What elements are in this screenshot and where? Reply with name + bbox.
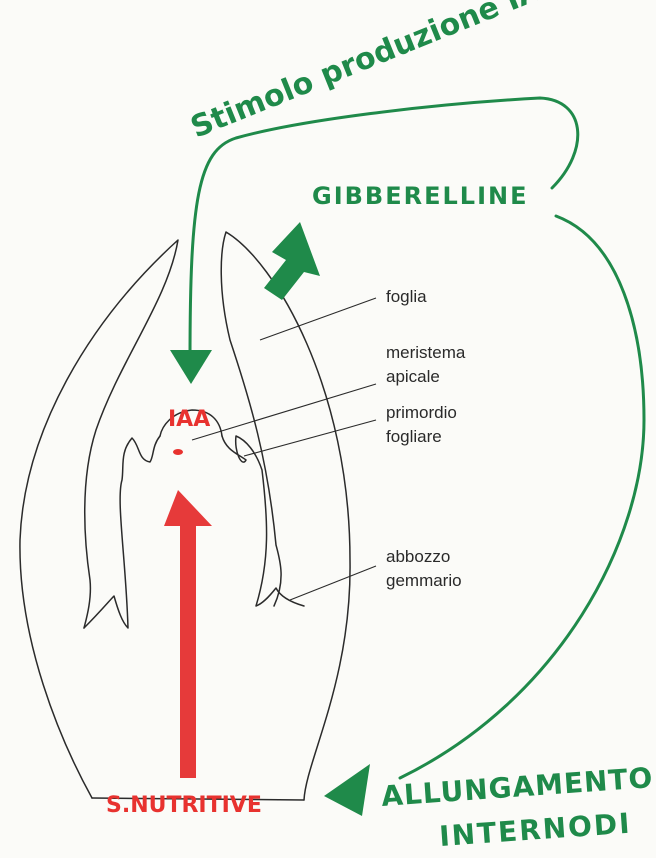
inner-left-leaf-outline bbox=[84, 436, 160, 628]
gibberellin-up-arrow bbox=[264, 222, 320, 300]
label-meristem-line1: meristema bbox=[386, 343, 466, 362]
nutrient-arrow bbox=[164, 490, 212, 778]
leader-primordium bbox=[244, 420, 376, 456]
iaa-text: IAA bbox=[168, 407, 210, 432]
elongation-text-line1: ALLUNGAMENTO bbox=[380, 761, 654, 813]
arrowhead-to-elongation bbox=[324, 764, 370, 816]
label-primordium-line1: primordio bbox=[386, 403, 457, 422]
leader-bud bbox=[290, 566, 376, 600]
nutrients-text: S.NUTRITIVE bbox=[106, 793, 262, 818]
label-primordium-line2: fogliare bbox=[386, 427, 442, 446]
label-meristem-line2: apicale bbox=[386, 367, 440, 386]
iaa-spot bbox=[173, 449, 183, 455]
leader-leaf bbox=[260, 298, 376, 340]
label-leaf: foglia bbox=[386, 287, 427, 306]
elongation-arc-arrow bbox=[400, 216, 644, 778]
arrowhead-down-to-iaa bbox=[170, 350, 212, 384]
stimulus-text: Stimolo produzione IAA bbox=[186, 0, 568, 145]
stimulus-loop-arrow bbox=[190, 98, 578, 360]
leader-lines bbox=[192, 298, 376, 600]
leader-meristem bbox=[192, 384, 376, 440]
elongation-text-line2: INTERNODI bbox=[438, 807, 632, 853]
gibberellins-text: GIBBERELLINE bbox=[312, 182, 528, 210]
label-bud-line2: gemmario bbox=[386, 571, 462, 590]
inner-right-leaf-outline bbox=[222, 436, 304, 606]
label-bud-line1: abbozzo bbox=[386, 547, 450, 566]
